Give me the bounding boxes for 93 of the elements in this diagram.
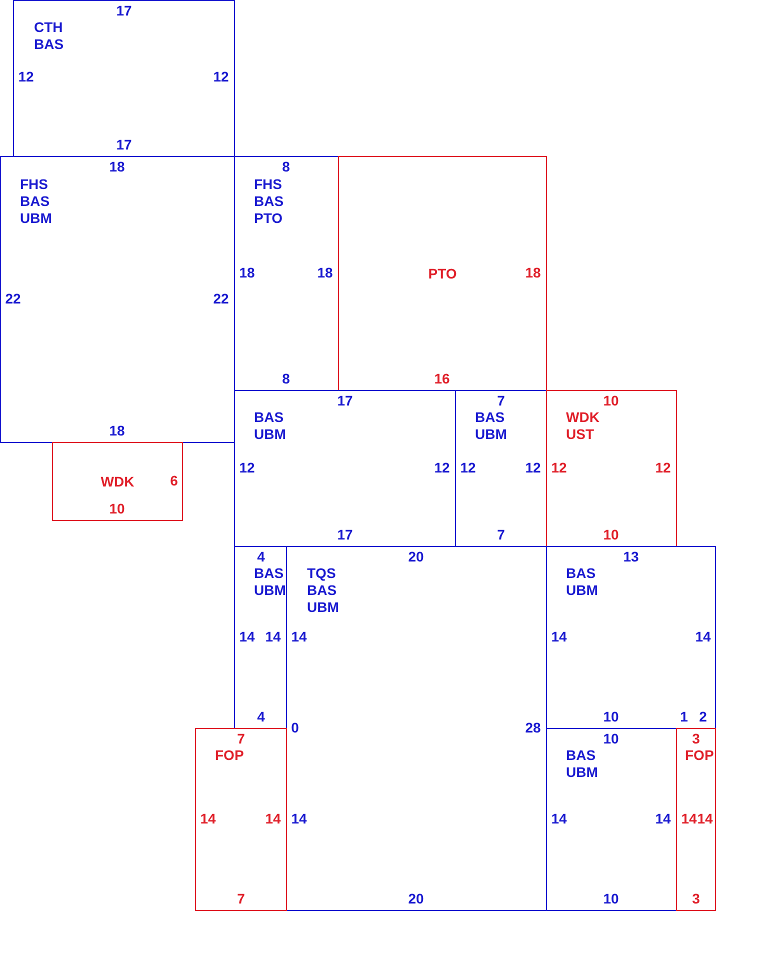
area-code: UBM bbox=[475, 426, 507, 443]
area-code: BAS bbox=[34, 36, 64, 53]
dimension-label: 14 bbox=[239, 630, 255, 644]
area-code: BAS bbox=[20, 193, 50, 210]
area-code: FHS bbox=[254, 176, 282, 193]
area-code: BAS bbox=[307, 582, 337, 599]
area-code: FOP bbox=[215, 747, 244, 764]
dimension-label: 10 bbox=[603, 892, 619, 906]
dimension-label: 7 bbox=[497, 528, 505, 542]
dimension-label: 14 bbox=[551, 630, 567, 644]
dimension-label: 22 bbox=[5, 292, 21, 306]
room-outline bbox=[676, 728, 716, 911]
area-code: UBM bbox=[566, 582, 598, 599]
dimension-label: 0 bbox=[291, 720, 299, 736]
dimension-label: 6 bbox=[170, 474, 178, 488]
dimension-label: 20 bbox=[408, 892, 424, 906]
room-outline bbox=[0, 156, 235, 443]
dimension-label: 7 bbox=[497, 394, 505, 408]
dimension-label: 18 bbox=[239, 266, 255, 280]
dimension-label: 4 bbox=[257, 550, 265, 564]
dimension-label: 12 bbox=[434, 460, 450, 476]
area-code: PTO bbox=[254, 210, 283, 227]
area-code: BAS bbox=[566, 747, 596, 764]
area-code: UBM bbox=[20, 210, 52, 227]
dimension-label: 10 bbox=[603, 528, 619, 542]
dimension-label: 22 bbox=[213, 292, 229, 306]
dimension-label: 17 bbox=[116, 4, 132, 18]
dimension-label: 14 bbox=[551, 812, 567, 826]
area-code: BAS bbox=[254, 565, 284, 582]
dimension-label: 14 bbox=[681, 812, 697, 826]
area-code: BAS bbox=[475, 409, 505, 426]
dimension-label: 3 bbox=[692, 732, 700, 746]
room-outline bbox=[52, 442, 183, 521]
room-outline bbox=[13, 0, 235, 157]
dimension-label: 12 bbox=[525, 460, 541, 476]
dimension-label: 18 bbox=[109, 160, 125, 174]
dimension-label: 12 bbox=[239, 460, 255, 476]
area-code: BAS bbox=[566, 565, 596, 582]
dimension-label: 17 bbox=[337, 394, 353, 408]
dimension-label: 17 bbox=[337, 528, 353, 542]
dimension-label: 10 bbox=[109, 502, 125, 516]
dimension-label: 18 bbox=[109, 424, 125, 438]
dimension-label: 14 bbox=[291, 812, 307, 826]
dimension-label: 14 bbox=[265, 812, 281, 826]
dimension-label: 8 bbox=[282, 372, 290, 386]
room-outline bbox=[338, 156, 547, 391]
dimension-label: 14 bbox=[655, 812, 671, 826]
dimension-label: 8 bbox=[282, 160, 290, 174]
room-outline bbox=[234, 390, 456, 547]
area-code: BAS bbox=[254, 193, 284, 210]
dimension-label: 14 bbox=[265, 630, 281, 644]
dimension-label: 10 bbox=[603, 732, 619, 746]
dimension-label: 3 bbox=[692, 892, 700, 906]
area-code: UBM bbox=[307, 599, 339, 616]
dimension-label: 14 bbox=[695, 630, 711, 644]
area-code: FOP bbox=[685, 747, 714, 764]
dimension-label: 10 bbox=[603, 710, 619, 724]
dimension-label: 12 bbox=[213, 70, 229, 84]
dimension-label: 4 bbox=[257, 710, 265, 724]
dimension-label: 28 bbox=[525, 720, 541, 736]
dimension-label: 20 bbox=[408, 550, 424, 564]
area-code: PTO bbox=[428, 265, 457, 282]
dimension-label: 1 bbox=[680, 710, 688, 724]
dimension-label: 14 bbox=[291, 630, 307, 644]
area-code: CTH bbox=[34, 19, 63, 36]
area-code: FHS bbox=[20, 176, 48, 193]
dimension-label: 12 bbox=[655, 460, 671, 476]
dimension-label: 14 bbox=[697, 812, 713, 826]
dimension-label: 7 bbox=[237, 892, 245, 906]
area-code: UBM bbox=[254, 426, 286, 443]
dimension-label: 18 bbox=[525, 266, 541, 280]
room-outline bbox=[234, 546, 287, 729]
dimension-label: 2 bbox=[699, 710, 707, 724]
dimension-label: 16 bbox=[434, 372, 450, 386]
dimension-label: 12 bbox=[18, 70, 34, 84]
area-code: UBM bbox=[254, 582, 286, 599]
area-code: WDK bbox=[100, 473, 134, 490]
room-outline bbox=[546, 390, 677, 547]
area-code: BAS bbox=[254, 409, 284, 426]
dimension-label: 14 bbox=[200, 812, 216, 826]
area-code: UST bbox=[566, 426, 594, 443]
dimension-label: 12 bbox=[551, 460, 567, 476]
room-outline bbox=[195, 728, 287, 911]
dimension-label: 12 bbox=[460, 460, 476, 476]
dimension-label: 17 bbox=[116, 138, 132, 152]
dimension-label: 10 bbox=[603, 394, 619, 408]
dimension-label: 13 bbox=[623, 550, 639, 564]
dimension-label: 18 bbox=[317, 266, 333, 280]
area-code: WDK bbox=[566, 409, 600, 426]
room-outline bbox=[546, 546, 716, 729]
dimension-label: 7 bbox=[237, 732, 245, 746]
area-code: TQS bbox=[307, 565, 336, 582]
area-code: UBM bbox=[566, 764, 598, 781]
